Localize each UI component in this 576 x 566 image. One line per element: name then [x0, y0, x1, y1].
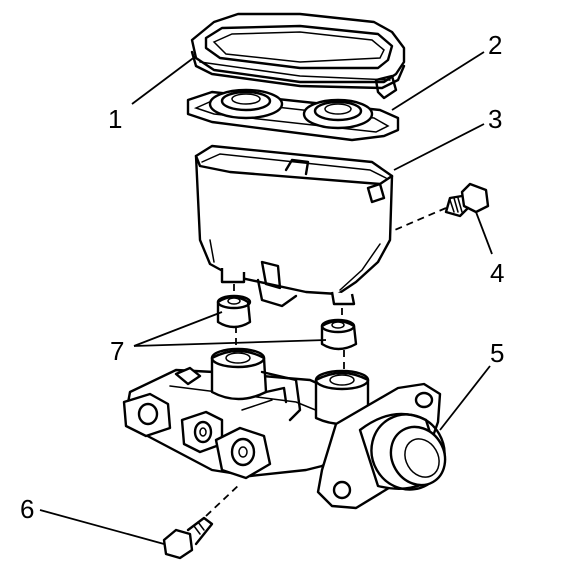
callout-2: 2	[488, 30, 502, 60]
callout-7: 7	[110, 336, 124, 366]
reservoir-grommets	[216, 284, 358, 378]
reservoir-diaphragm	[186, 88, 400, 142]
callout-4: 4	[490, 258, 504, 288]
callout-5: 5	[490, 338, 504, 368]
fluid-reservoir	[194, 144, 394, 308]
reservoir-pin-bolt	[389, 182, 490, 233]
reservoir-cover	[190, 12, 406, 100]
callout-3: 3	[488, 104, 502, 134]
leader-lines	[39, 51, 493, 545]
callout-6: 6	[20, 494, 34, 524]
callout-1: 1	[108, 104, 122, 134]
mounting-bolt	[162, 483, 241, 560]
master-cylinder-body	[122, 347, 447, 510]
